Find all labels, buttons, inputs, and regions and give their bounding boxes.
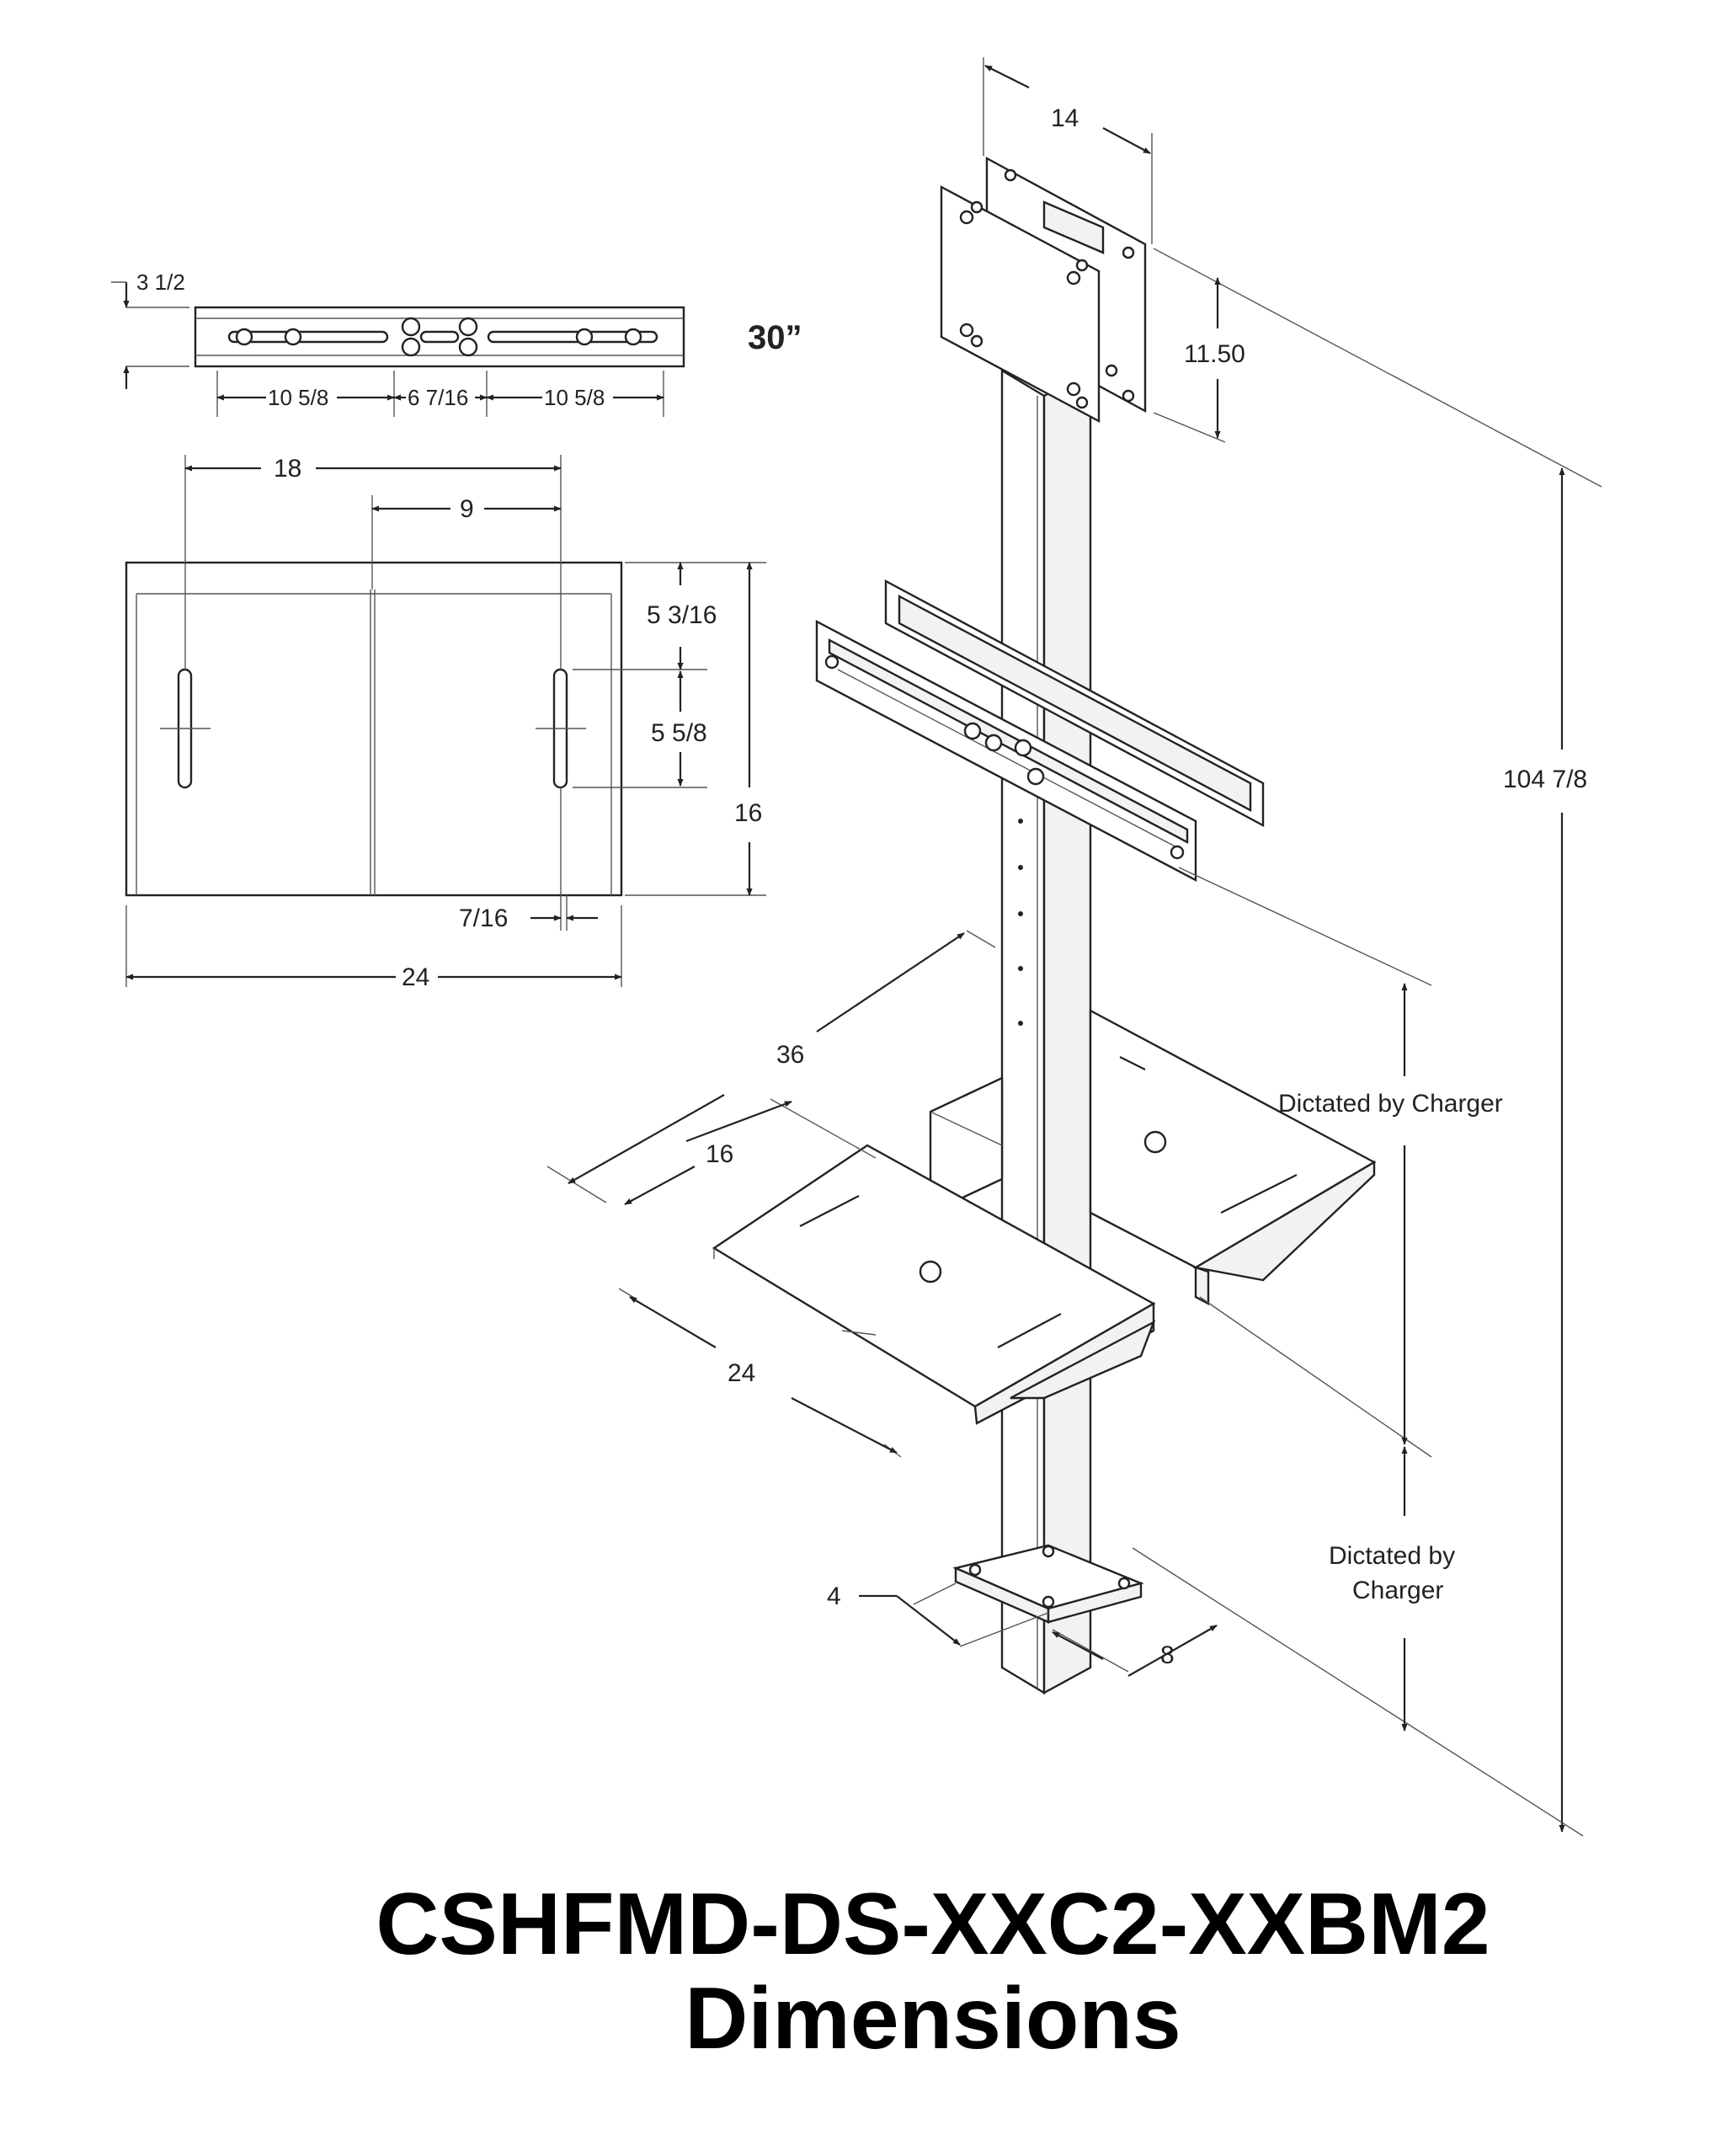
rail-bolt	[401, 337, 421, 357]
mount-width-label: 14	[1051, 104, 1079, 132]
plate-slot-length-label: 5 5/8	[651, 719, 707, 747]
charger-box	[929, 1076, 1004, 1214]
rail-slot-left	[227, 330, 389, 344]
base-small-label: 4	[827, 1582, 841, 1610]
overall-height-label: 104 7/8	[1503, 766, 1587, 793]
rail-bolt	[575, 328, 594, 346]
rail-height-label: 3 1/2	[136, 270, 185, 295]
rail-bolt	[235, 328, 253, 346]
base-large-label: 8	[1160, 1641, 1175, 1669]
rail-segment-left-label: 10 5/8	[268, 385, 328, 410]
mount-height-label: 11.50	[1184, 340, 1245, 368]
rail-bolt	[401, 317, 421, 337]
title-line2: Dimensions	[685, 1970, 1181, 2068]
upper-spacing-label: Dictated by Charger	[1278, 1090, 1503, 1118]
rail-length-label: 30”	[748, 319, 802, 356]
plate-depth-label: 16	[734, 799, 762, 827]
back-shelf	[1089, 1008, 1377, 1269]
rail-segment-right-label: 10 5/8	[544, 385, 605, 410]
rail-bolt	[284, 328, 302, 346]
title-line1: CSHFMD-DS-XXC2-XXBM2	[376, 1876, 1490, 1973]
plate-slot-width-label: 7/16	[459, 905, 508, 932]
rail-bolt	[458, 337, 478, 357]
rail-segment-center-label: 6 7/16	[408, 385, 468, 410]
plate-top-to-slot-label: 5 3/16	[647, 601, 717, 629]
rail-slot-right	[487, 330, 658, 344]
span-label: 36	[776, 1041, 804, 1069]
rail-bolt	[458, 317, 478, 337]
mount-plate-front	[940, 184, 1101, 424]
plate-slot-spacing-label: 18	[274, 455, 301, 483]
plate-view: 18 9 5 3/16 5 5/8 16 7/16 24	[125, 455, 766, 991]
lower-spacing-label-line2: Charger	[1352, 1577, 1443, 1604]
shelf-width-label: 24	[728, 1359, 755, 1387]
plate-center-offset-label: 9	[460, 495, 474, 523]
lower-spacing-label-line1: Dictated by	[1329, 1542, 1455, 1570]
rail-bolt	[624, 328, 642, 346]
isometric-assembly: 14 11.50 104 7/8 Dictated by Charger Dic…	[546, 57, 1602, 1837]
plate-width-label: 24	[402, 963, 429, 991]
rail-view: 3 1/2 10 5/8 6 7/16 10 5/8 30”	[111, 270, 802, 417]
shelf-depth-label: 16	[706, 1140, 733, 1168]
